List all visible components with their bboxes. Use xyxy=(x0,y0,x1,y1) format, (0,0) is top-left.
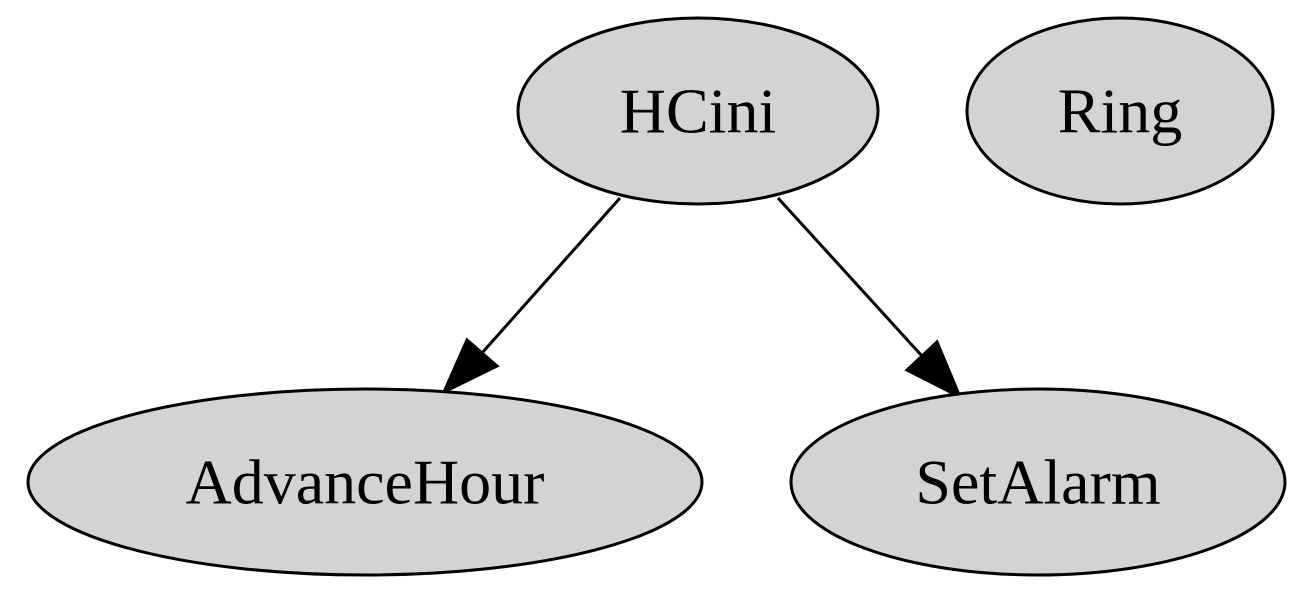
node-label: Ring xyxy=(1058,76,1182,147)
node-label: AdvanceHour xyxy=(186,447,545,518)
edge-hcini-setalarm xyxy=(776,196,963,401)
node-label: HCini xyxy=(620,76,776,147)
node-label: SetAlarm xyxy=(915,447,1160,518)
arrowhead xyxy=(904,339,963,401)
arrowhead xyxy=(440,337,500,396)
node-advancehour[interactable]: AdvanceHour xyxy=(26,387,704,577)
edge-line xyxy=(776,196,924,358)
node-ellipse xyxy=(26,387,704,577)
edge-hcini-advancehour xyxy=(440,197,622,396)
node-setalarm[interactable]: SetAlarm xyxy=(789,387,1287,577)
edge-line xyxy=(480,197,622,354)
node-ellipse xyxy=(965,16,1275,206)
node-ellipse xyxy=(789,387,1287,577)
node-ellipse xyxy=(516,16,880,206)
node-ring[interactable]: Ring xyxy=(965,16,1275,206)
node-hcini[interactable]: HCini xyxy=(516,16,880,206)
